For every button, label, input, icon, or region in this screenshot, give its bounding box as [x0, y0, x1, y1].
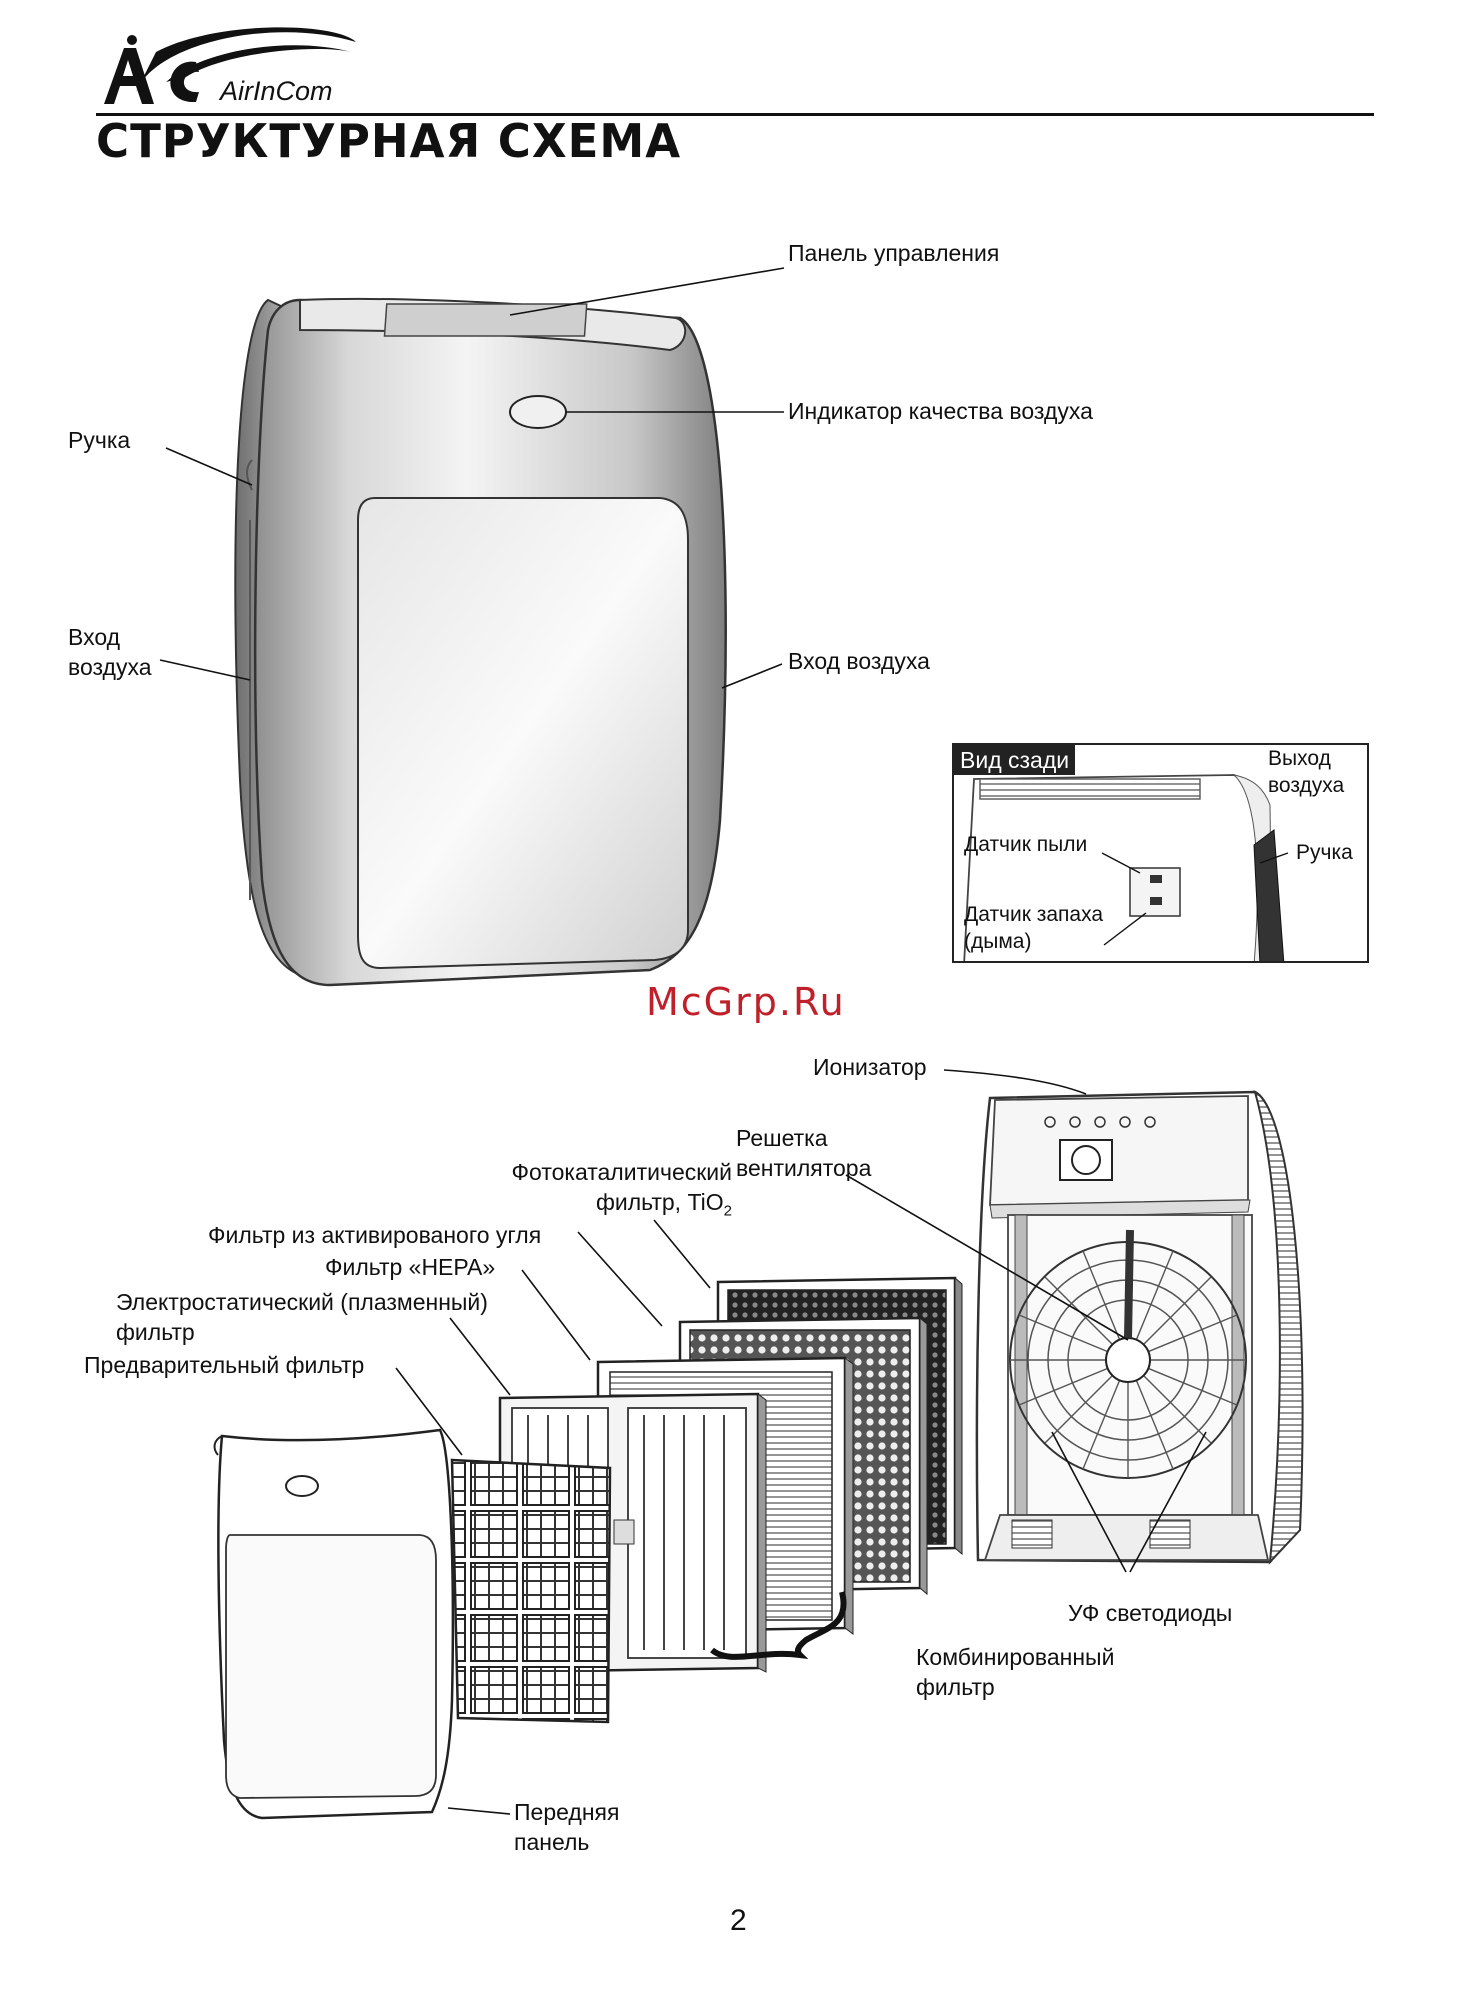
header-rule	[96, 113, 1374, 116]
label-electrostatic-filter: Электростатический (плазменный) фильтр	[116, 1289, 488, 1345]
rear-view-tag: Вид сзади	[954, 745, 1076, 775]
label-control-panel: Панель управления	[788, 240, 1000, 266]
airincom-logo: AirInCom	[96, 22, 366, 112]
label-handle-front: Ручка	[68, 427, 131, 453]
label-photocatalytic-filter: Фотокаталитический фильтр, TiO2	[482, 1157, 732, 1227]
logo-swoosh-icon	[104, 27, 356, 104]
rear-view-inset: Вид сзади Выход воздуха Ручка Датчик пыл…	[952, 743, 1369, 963]
label-pre-filter: Предварительный фильтр	[84, 1352, 365, 1378]
photocatalytic-text: Фотокаталитический фильтр, TiO	[511, 1159, 732, 1215]
logo-brand-text: AirInCom	[220, 76, 333, 106]
rear-view-drawing	[963, 774, 1289, 961]
main-housing	[975, 1090, 1304, 1565]
label-air-inlet-left: Вход воздуха	[68, 624, 152, 680]
page-title: СТРУКТУРНАЯ СХЕМА	[96, 114, 682, 168]
label-air-quality-indicator: Индикатор качества воздуха	[788, 398, 1093, 424]
front-panel	[213, 1428, 455, 1820]
front-view-device	[234, 297, 727, 987]
label-fan-grille: Решетка вентилятора	[736, 1125, 872, 1181]
label-air-inlet-right: Вход воздуха	[788, 648, 930, 674]
label-air-outlet: Выход воздуха	[1268, 747, 1345, 797]
label-uv-leds: УФ светодиоды	[1068, 1600, 1233, 1626]
label-handle-rear: Ручка	[1296, 841, 1353, 864]
pre-filter	[450, 1458, 612, 1724]
watermark: McGrp.Ru	[646, 980, 846, 1024]
label-activated-carbon-filter: Фильтр из активированого угля	[208, 1222, 542, 1248]
label-front-panel: Передняя панель	[514, 1799, 620, 1855]
label-ionizer: Ионизатор	[813, 1054, 927, 1080]
combined-filter-brace	[710, 1591, 847, 1660]
label-odor-sensor: Датчик запаха (дыма)	[964, 903, 1104, 953]
page-number: 2	[730, 1904, 747, 1937]
photocatalytic-subscript: 2	[723, 1202, 732, 1220]
label-dust-sensor: Датчик пыли	[964, 833, 1088, 856]
label-hepa-filter: Фильтр «HEPA»	[325, 1254, 496, 1280]
label-combined-filter: Комбинированный фильтр	[916, 1644, 1115, 1700]
